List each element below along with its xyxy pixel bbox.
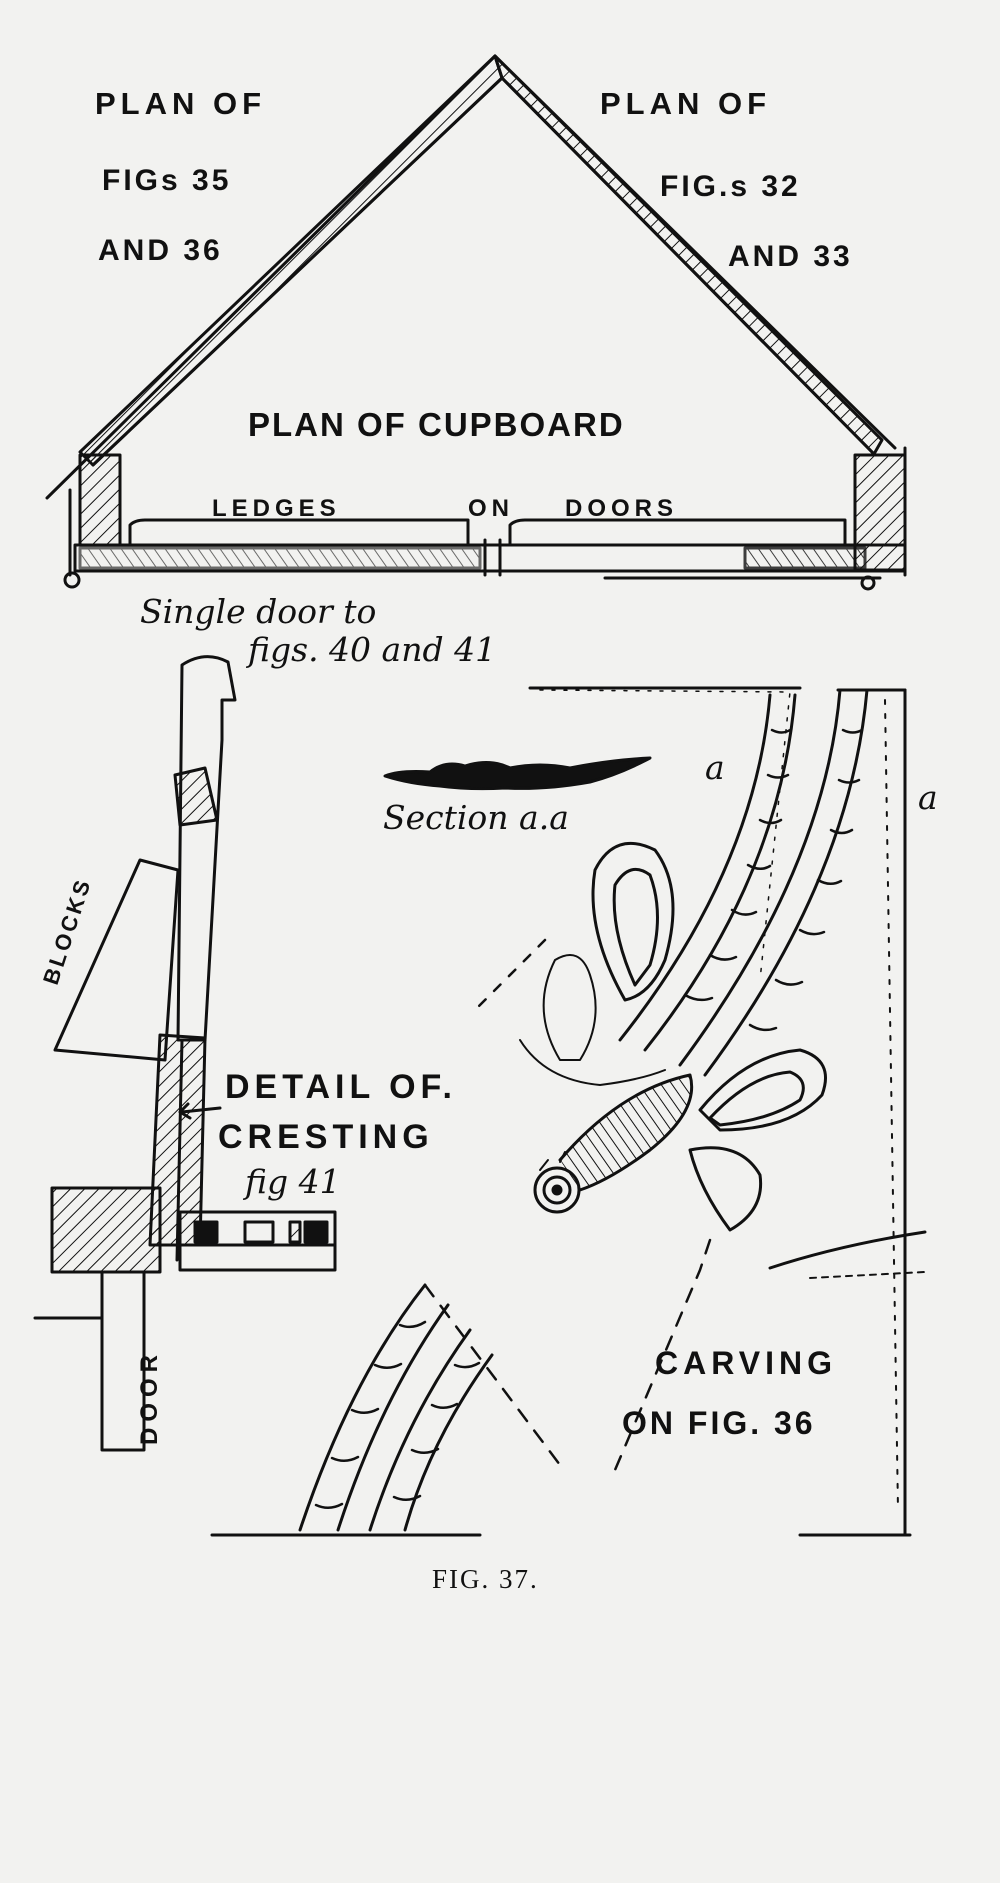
- section-profile: [383, 756, 652, 791]
- plan-left-line-3: AND 36: [98, 234, 223, 267]
- detail-line-1: DETAIL OF.: [225, 1068, 457, 1106]
- cresting-detail: [33, 655, 337, 1452]
- plan-left-line-2: FIGs 35: [102, 164, 232, 197]
- doors-label: DOORS: [565, 495, 679, 522]
- plan-right-line-1: PLAN OF: [600, 86, 772, 121]
- door-label: DOOR: [136, 1349, 163, 1445]
- plan-left-line-1: PLAN OF: [95, 86, 267, 121]
- carving-line-1: CARVING: [655, 1345, 837, 1381]
- plan-right-line-2: FIG.s 32: [660, 170, 801, 203]
- on-label: ON: [468, 495, 514, 522]
- detail-line-3: fig 41: [245, 1162, 341, 1201]
- cresting-profile: [178, 1210, 337, 1272]
- ledges-label: LEDGES: [212, 495, 341, 522]
- detail-line-2: CRESTING: [218, 1118, 434, 1156]
- plan-right-line-3: AND 33: [728, 240, 853, 273]
- cupboard-plan: [45, 54, 907, 591]
- single-door-line-1: Single door to: [140, 592, 377, 631]
- carving-drawing: [210, 686, 927, 1537]
- carving-line-2: ON FIG. 36: [622, 1405, 816, 1441]
- plan-of-cupboard-label: PLAN OF CUPBOARD: [248, 406, 625, 443]
- single-door-line-2: figs. 40 and 41: [248, 630, 497, 669]
- section-aa-label: Section a.a: [383, 798, 569, 837]
- section-mark-a-left: a: [705, 748, 725, 787]
- section-mark-a-right: a: [918, 778, 938, 817]
- figure-caption: FIG. 37.: [432, 1564, 539, 1594]
